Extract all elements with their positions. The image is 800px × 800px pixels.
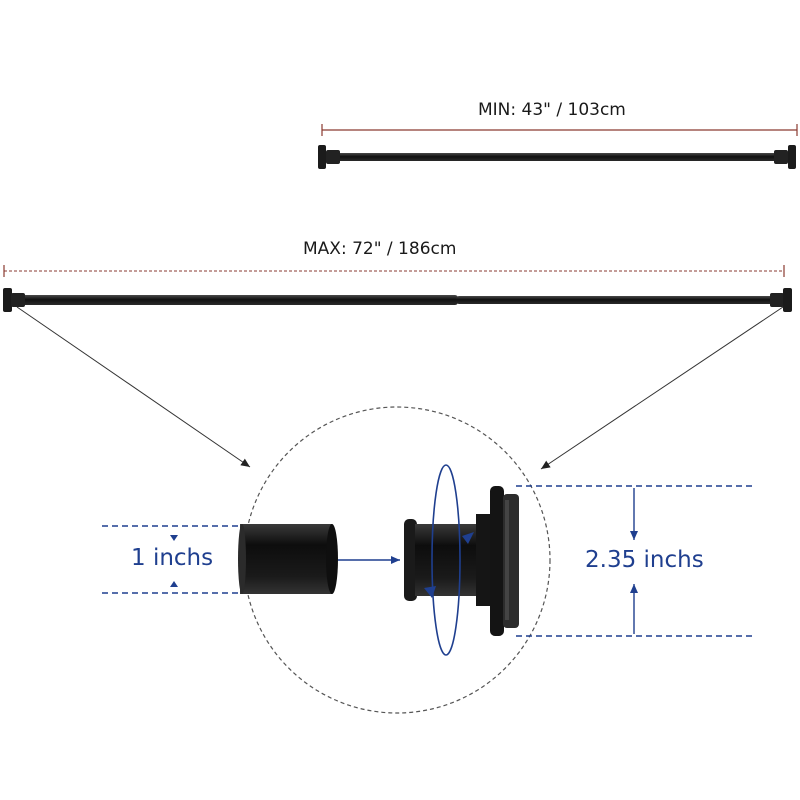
max-length-rod [3, 288, 792, 312]
end-cap-closeup [404, 486, 519, 636]
rod-end-closeup [238, 524, 338, 594]
flange-diameter-label: 2.35 inchs [585, 547, 704, 573]
pointer-line-left [16, 306, 251, 468]
detail-zoom-circle [243, 406, 551, 714]
diameter-dimension [102, 525, 242, 594]
min-measure-line [321, 124, 798, 136]
diameter-label: 1 inchs [131, 545, 214, 571]
rotate-arrow-icon [424, 464, 474, 656]
max-length-label: MAX: 72" / 186cm [303, 239, 457, 259]
max-measure-line [3, 265, 785, 277]
flange-dimension [516, 485, 756, 637]
pointer-line-right [540, 306, 784, 470]
min-length-rod [318, 145, 796, 169]
min-length-label: MIN: 43" / 103cm [478, 100, 626, 120]
